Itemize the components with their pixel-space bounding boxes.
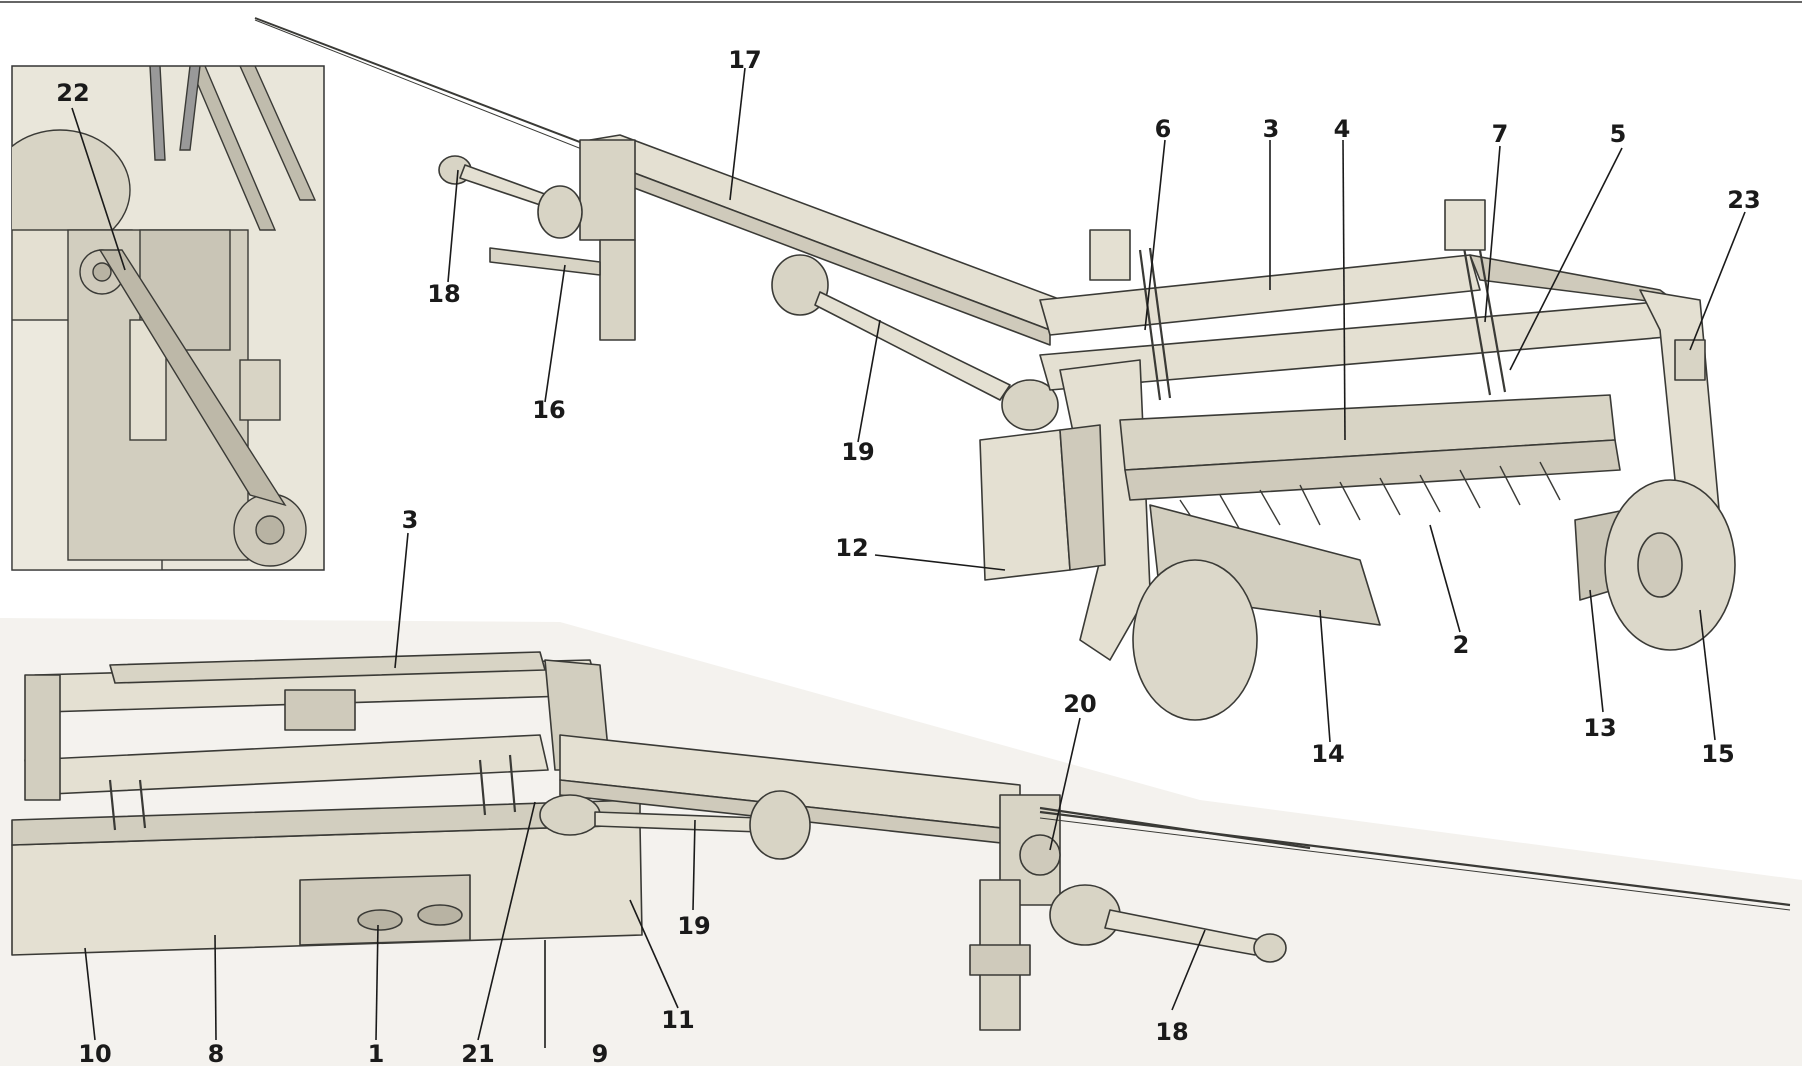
callout-17: 17	[728, 46, 761, 74]
callout-4: 4	[1334, 115, 1351, 143]
mower-top-view	[254, 17, 1736, 721]
callout-19-bottom: 19	[677, 912, 710, 940]
leader-lines	[71, 67, 1746, 1048]
callout-22: 22	[56, 79, 89, 107]
callout-9: 9	[592, 1040, 609, 1066]
callout-12: 12	[835, 534, 868, 562]
callout-5: 5	[1610, 120, 1627, 148]
callout-18-top: 18	[427, 280, 460, 308]
callout-15: 15	[1701, 740, 1734, 768]
callout-13: 13	[1583, 714, 1616, 742]
callout-11: 11	[661, 1006, 694, 1034]
callout-2: 2	[1453, 631, 1470, 659]
callout-7: 7	[1492, 120, 1509, 148]
leader-lines-bottom	[84, 801, 536, 1041]
callout-6: 6	[1155, 115, 1172, 143]
callout-labels: 17 18 16 19 6 3 4 7 5 23 12 14 2 13 15 2…	[56, 46, 1760, 1066]
callout-21: 21	[461, 1040, 494, 1066]
callout-3-bottom: 3	[402, 506, 419, 534]
callout-23: 23	[1727, 186, 1760, 214]
callout-10: 10	[78, 1040, 111, 1066]
callout-3-top: 3	[1263, 115, 1280, 143]
callout-8: 8	[208, 1040, 225, 1066]
callout-14: 14	[1311, 740, 1344, 768]
mower-bottom-view	[11, 651, 1791, 1031]
callout-20: 20	[1063, 690, 1096, 718]
callout-19-top: 19	[841, 438, 874, 466]
callout-16: 16	[532, 396, 565, 424]
callout-18-bottom: 18	[1155, 1018, 1188, 1046]
ground-shadow	[0, 618, 1802, 1066]
detail-inset	[11, 65, 325, 571]
callout-1: 1	[368, 1040, 385, 1066]
